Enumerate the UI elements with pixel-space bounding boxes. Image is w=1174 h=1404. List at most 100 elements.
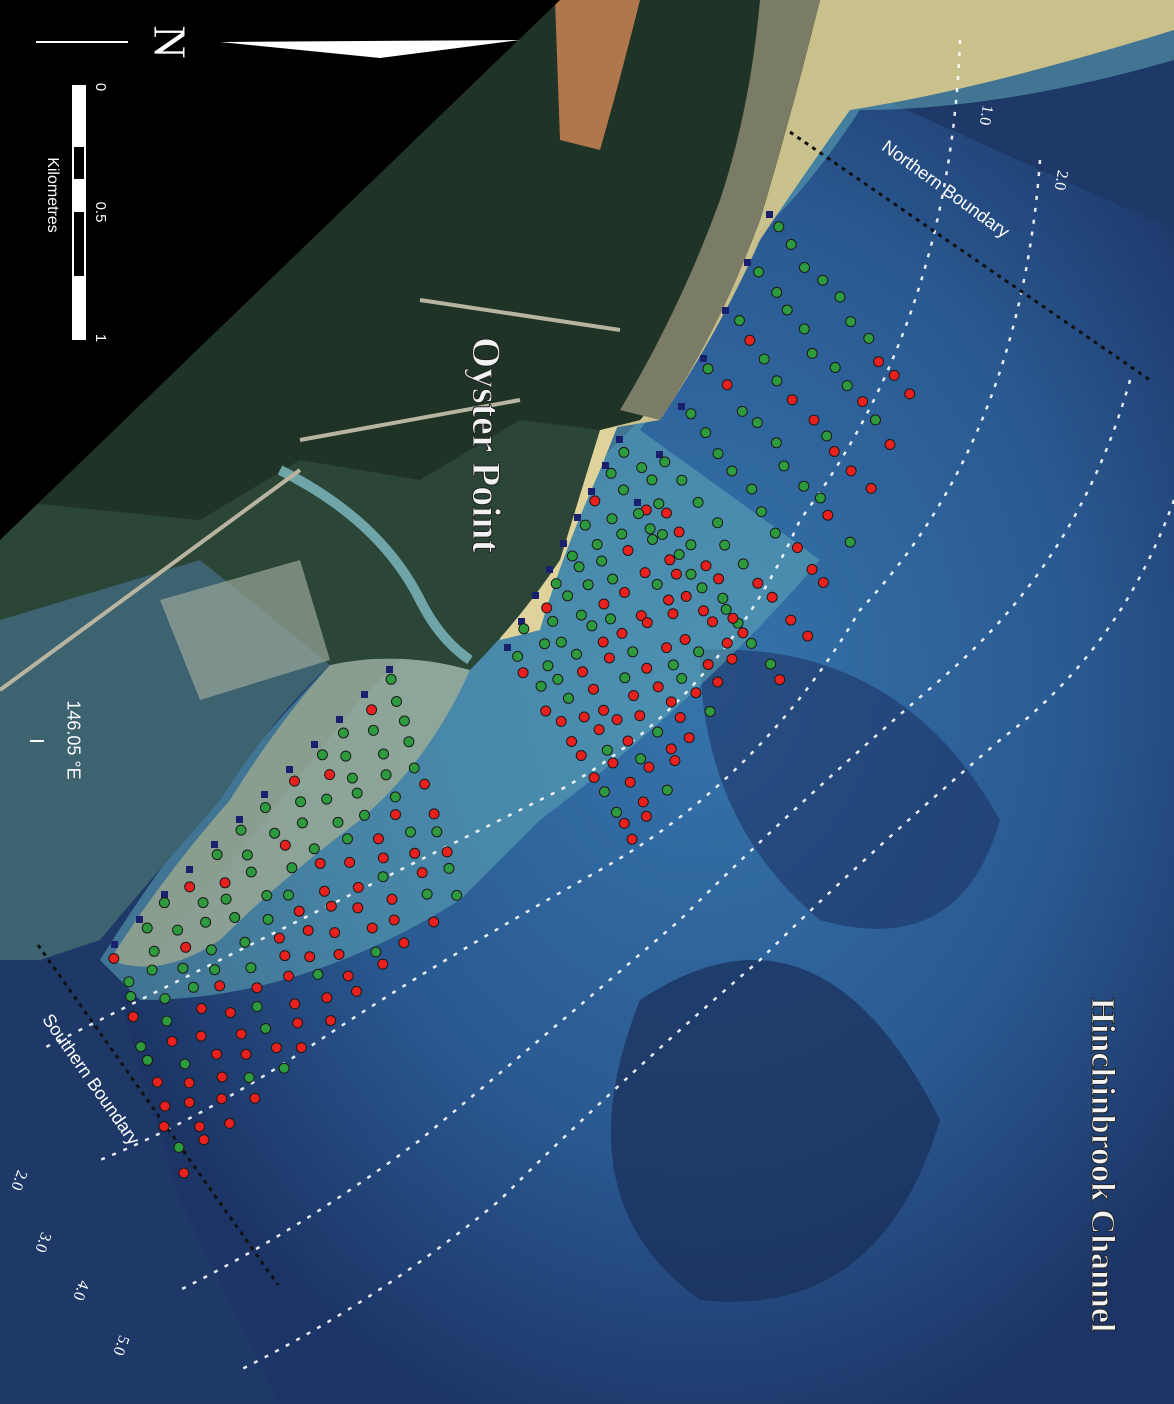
site-point-green [841, 380, 853, 392]
site-point-green [673, 549, 685, 560]
site-point-red [127, 1011, 139, 1023]
site-point-red [158, 1121, 170, 1132]
site-point-red [319, 885, 330, 897]
site-point-red [441, 846, 453, 858]
site-point-green [405, 826, 416, 838]
site-point-green [596, 555, 608, 567]
transect-start-marker [616, 436, 623, 443]
site-point-red [774, 674, 786, 686]
site-point-green [633, 508, 644, 520]
transect-start-marker [136, 916, 143, 923]
site-point-red [386, 893, 398, 905]
site-point-red [589, 495, 601, 507]
site-point-red [626, 833, 638, 845]
site-point-red [611, 714, 623, 726]
site-point-green [704, 706, 716, 717]
site-point-red [517, 667, 529, 679]
cleared-area [160, 560, 330, 700]
site-point-red [752, 577, 764, 589]
north-arrow-label: N [144, 25, 195, 58]
site-point-green [636, 462, 648, 474]
site-point-green [785, 238, 797, 250]
transect-start-marker [574, 514, 581, 521]
site-point-green [770, 437, 782, 449]
site-point-red [721, 379, 733, 391]
site-point-red [828, 446, 840, 457]
town [620, 0, 820, 420]
site-point-red [342, 970, 354, 982]
site-point-green [316, 749, 328, 761]
site-point-red [428, 808, 440, 820]
site-point-green [635, 753, 647, 765]
site-point-green [753, 266, 765, 278]
site-point-green [765, 658, 777, 670]
site-point-green [391, 696, 402, 707]
site-point-red [661, 507, 672, 519]
transect-start-marker [588, 488, 595, 495]
site-point-green [799, 262, 810, 273]
site-point-green [123, 976, 135, 988]
longitude-label: 146.05 °E [63, 700, 83, 779]
site-point-green [278, 1062, 290, 1074]
creek [277, 465, 473, 665]
site-point-red [665, 696, 677, 708]
site-point-red [643, 761, 655, 773]
site-point-red [806, 563, 818, 575]
transect-start-marker [634, 499, 641, 506]
site-point-red [235, 1028, 247, 1040]
site-point-green [700, 427, 712, 439]
site-point-red [555, 715, 567, 727]
site-point-red [588, 772, 600, 783]
site-point-green [337, 727, 349, 739]
site-point-green [579, 519, 591, 531]
site-point-green [829, 362, 841, 373]
site-point-green [251, 1001, 263, 1013]
transect-start-marker [532, 592, 539, 599]
site-point-red [904, 388, 916, 400]
site-point-green [403, 736, 415, 748]
site-point-red [293, 905, 305, 917]
site-point-green [346, 772, 358, 784]
transect-start-marker [236, 816, 243, 823]
site-point-red [665, 743, 677, 755]
cleared-land [555, 0, 640, 150]
site-point-green [834, 291, 846, 303]
site-point-red [680, 590, 692, 602]
transect-start-marker [261, 791, 268, 798]
site-point-red [873, 356, 885, 368]
transect-start-marker [560, 540, 567, 547]
transect-start-marker [656, 451, 663, 458]
depth-label: 1.0 [976, 104, 996, 127]
site-point-red [822, 509, 834, 521]
site-point-red [622, 545, 634, 556]
transect-start-marker [722, 307, 729, 314]
boundary-markers [111, 211, 773, 948]
site-point-red [324, 769, 336, 781]
site-point-red [325, 900, 337, 912]
site-point-red [727, 612, 739, 624]
site-point-green [408, 762, 420, 774]
north-arrow: N [36, 25, 520, 59]
site-point-green [693, 646, 705, 658]
site-point-green [245, 866, 257, 878]
transect-start-marker [518, 618, 525, 625]
site-point-green [389, 791, 401, 803]
site-point-red [663, 594, 674, 606]
site-point-red [159, 1100, 171, 1112]
site-point-red [588, 683, 599, 695]
site-point-green [211, 849, 223, 861]
site-point-green [177, 962, 189, 974]
site-point-red [377, 958, 389, 970]
site-point-green [367, 724, 379, 736]
site-point-red [295, 1042, 307, 1054]
site-point-green [146, 964, 158, 976]
site-point-red [637, 796, 649, 808]
site-point-green [148, 945, 160, 957]
transect-start-marker [161, 891, 168, 898]
depth-label: 2.0 [7, 1168, 30, 1193]
site-point-red [249, 1092, 261, 1104]
depth-contours [39, 39, 1174, 1372]
site-point-green [685, 408, 697, 420]
site-point-green [562, 590, 574, 602]
